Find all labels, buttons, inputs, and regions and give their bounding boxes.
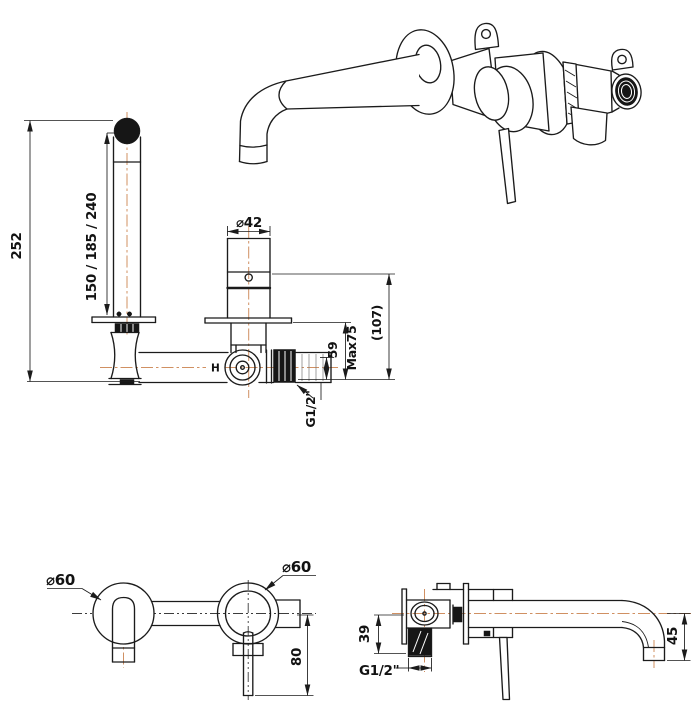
view-perspective — [238, 22, 642, 205]
view-front: ⌀60 ⌀60 80 — [46, 558, 316, 700]
dim-overall-height: 252 — [9, 232, 25, 259]
dimension-45: 45 — [665, 613, 691, 661]
dim-depth-a: 59 — [325, 342, 340, 359]
hot-marker: H — [211, 363, 220, 375]
threaded-inlet-3d — [611, 70, 642, 113]
mixer-body-section — [204, 237, 332, 386]
label-thread-bottom: G1/2" — [359, 658, 432, 679]
dim-handle-length: 80 — [289, 648, 305, 666]
bottom-inlet-3d — [570, 106, 608, 146]
dim-thread-upper: G1/2" — [303, 390, 318, 427]
inwall-valve-side — [401, 582, 514, 658]
dimension-80: 80 — [255, 614, 314, 696]
handle-3d — [473, 65, 534, 205]
aerator-tip — [113, 117, 141, 145]
mounting-ear-left — [474, 22, 500, 51]
dim-spout-drop: 45 — [665, 627, 681, 645]
dim-inlet-drop: 39 — [357, 625, 373, 643]
spout-side-profile — [91, 117, 275, 386]
spout-flange-front — [92, 582, 155, 663]
dim-thread-bottom: G1/2" — [359, 663, 399, 679]
handle-side — [498, 636, 511, 701]
dim-right-flange-diameter: ⌀60 — [282, 558, 311, 576]
dimension-252: 252 — [9, 120, 140, 382]
dimension-diameter-42: ⌀42 — [227, 215, 271, 236]
mounting-ear-right — [610, 48, 634, 71]
dim-body-diameter: ⌀42 — [236, 215, 262, 231]
view-side-installation: H 252 150 / 185 / 240 ⌀42 — [9, 112, 395, 428]
spout-side — [467, 599, 666, 662]
mixer-flange-front — [216, 582, 301, 697]
dimension-spout-lengths: 150 / 185 / 240 — [84, 132, 114, 316]
dimension-39: 39 — [357, 614, 406, 654]
label-thread-upper: G1/2" — [296, 383, 322, 428]
label-d60-left: ⌀60 — [46, 571, 102, 601]
dim-left-flange-diameter: ⌀60 — [46, 571, 75, 589]
dim-depth-max: Max75 — [344, 326, 359, 371]
dim-spout-projection: 150 / 185 / 240 — [84, 193, 100, 302]
valve-port — [224, 349, 261, 386]
spout-3d — [238, 53, 420, 165]
view-side-spout: 39 G1/2" 45 — [357, 582, 692, 701]
dimension-depths: 59 Max75 (107) — [272, 273, 395, 380]
dim-depth-overall: (107) — [369, 305, 384, 341]
label-d60-right: ⌀60 — [264, 558, 316, 591]
